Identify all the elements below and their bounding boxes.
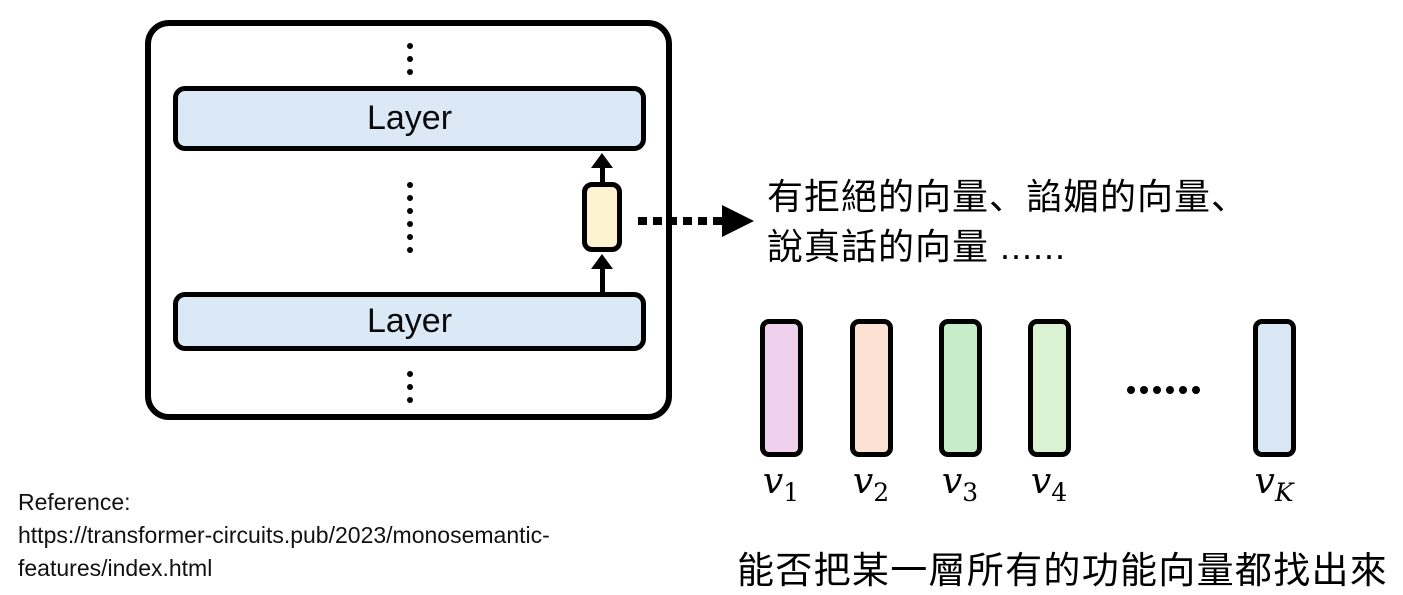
vector-bar-v1	[760, 319, 803, 457]
layer-box-bottom: Layer	[173, 292, 646, 351]
vector-label-v2: v2	[852, 461, 890, 507]
ellipsis-dots-middle-icon	[407, 182, 413, 253]
ellipsis-dots-horizontal-icon	[1127, 386, 1200, 394]
reference-block: Reference: https://transformer-circuits.…	[18, 486, 550, 585]
dashed-arrow-head-icon	[722, 205, 754, 237]
up-arrow-icon-top	[590, 153, 614, 184]
vector-label-v4: v4	[1030, 461, 1068, 507]
dashed-arrow-icon	[638, 217, 722, 225]
layer-box-top: Layer	[173, 86, 646, 151]
vector-bar-v3	[939, 319, 982, 457]
vector-label-v1: v1	[762, 461, 800, 507]
feature-vector-box	[582, 182, 622, 252]
vector-bar-vk	[1253, 319, 1296, 457]
layer-label-top: Layer	[366, 99, 453, 137]
vector-label-v3: v3	[941, 461, 979, 507]
vector-bar-v2	[850, 319, 893, 457]
reference-label: Reference:	[18, 489, 131, 515]
annotation-line-2: 說真話的向量 ......	[767, 226, 1067, 267]
up-arrow-icon-bottom	[590, 254, 614, 293]
layer-label-bottom: Layer	[366, 302, 453, 340]
vector-bar-v4	[1028, 319, 1071, 457]
question-text: 能否把某一層所有的功能向量都找出來	[737, 550, 1389, 591]
annotation-text: 有拒絕的向量、諂媚的向量、 說真話的向量 ......	[767, 172, 1307, 272]
reference-url-line1: https://transformer-circuits.pub/2023/mo…	[18, 522, 550, 548]
vector-label-vk: vK	[1254, 461, 1294, 507]
reference-url-line2: features/index.html	[18, 555, 213, 581]
ellipsis-dots-top-icon	[407, 43, 413, 75]
annotation-line-1: 有拒絕的向量、諂媚的向量、	[767, 176, 1249, 217]
ellipsis-dots-bottom-icon	[407, 371, 413, 403]
